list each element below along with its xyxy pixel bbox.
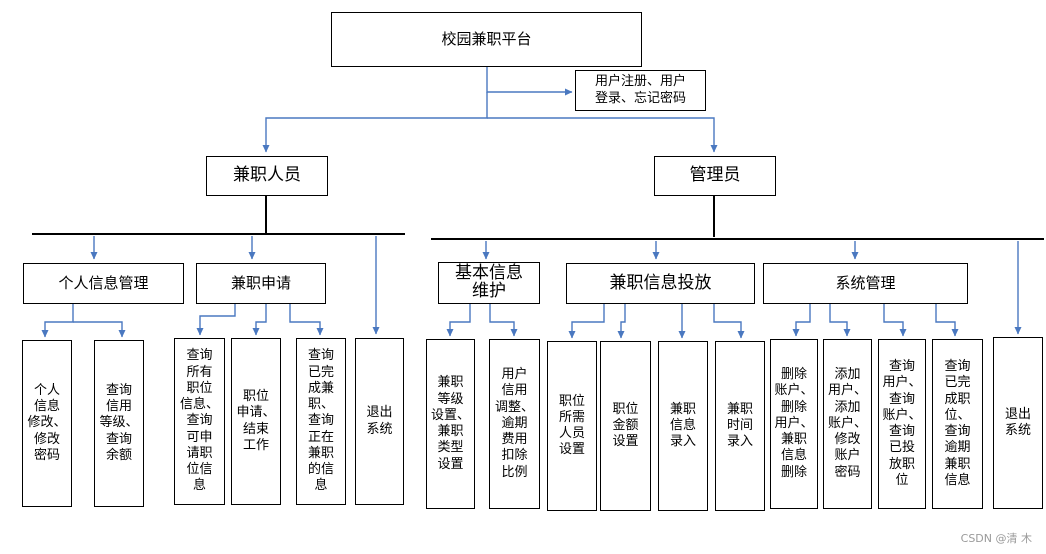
leaf-label-level-setting: 兼职 等级 设置、 兼职 类型 设置 <box>430 375 470 472</box>
module-label-system-mgmt: 系统管理 <box>835 274 896 293</box>
leaf-label-delete-ops: 删除 账户、 删除 用户、 兼职 信息 删除 <box>774 367 814 480</box>
leaf-credit-adjust: 用户 信用 调整、 逾期 费用 扣除 比例 <box>489 339 540 509</box>
login-note-label: 用户注册、用户 登录、忘记密码 <box>594 74 686 106</box>
leaf-label-admin-logout: 退出 系统 <box>1004 406 1031 438</box>
role-node-admin: 管理员 <box>654 156 776 196</box>
root-node: 校园兼职平台 <box>331 12 642 67</box>
leaf-credit-query: 查询 信用 等级、 查询 余额 <box>94 340 144 507</box>
arrow-root-to-login <box>486 67 573 96</box>
arrow-root-to-admin <box>487 117 718 153</box>
arrow-to-level-setting <box>446 304 471 337</box>
leaf-label-personal-edit: 个人 信息 修改、 修改 密码 <box>27 382 67 463</box>
leaf-label-info-entry: 兼职 信息 录入 <box>669 401 696 450</box>
arrow-to-job-status-query <box>289 304 324 336</box>
watermark: CSDN @清 木 <box>960 532 1032 545</box>
leaf-job-status-query: 查询 已完 成兼 职、 查询 正在 兼职 的信 息 <box>296 338 346 505</box>
module-node-basic-info: 基本信息 维护 <box>438 262 540 304</box>
leaf-query-ops: 查询 用户、 查询 账户、 查询 已投 放职 位 <box>878 339 926 509</box>
arrow-to-time-entry <box>713 304 745 339</box>
arrow-to-credit-query <box>73 321 126 338</box>
module-node-personal-info: 个人信息管理 <box>23 263 184 304</box>
module-label-job-apply: 兼职申请 <box>230 274 291 293</box>
leaf-label-job-query: 查询 所有 职位 信息、 查询 可申 请职 位信 息 <box>179 348 219 494</box>
module-node-job-post: 兼职信息投放 <box>566 263 755 304</box>
leaf-job-apply-end: 职位 申请、 结束 工作 <box>231 338 281 505</box>
module-node-system-mgmt: 系统管理 <box>763 263 968 304</box>
leaf-label-amount-setting: 职位 金额 设置 <box>612 401 639 450</box>
leaf-amount-setting: 职位 金额 设置 <box>600 341 651 511</box>
leaf-label-job-apply-end: 职位 申请、 结束 工作 <box>236 389 276 453</box>
role-label-worker: 兼职人员 <box>233 165 301 186</box>
arrow-to-staff-setting <box>568 304 605 339</box>
leaf-label-credit-query: 查询 信用 等级、 查询 余额 <box>99 382 139 463</box>
arrow-to-delete-ops <box>792 304 811 337</box>
module-label-basic-info: 基本信息 维护 <box>455 263 523 301</box>
module-label-personal-info: 个人信息管理 <box>58 274 149 293</box>
arrow-to-job-query <box>196 304 236 336</box>
module-label-job-post: 兼职信息投放 <box>609 272 712 293</box>
leaf-info-entry: 兼职 信息 录入 <box>658 341 708 511</box>
leaf-time-entry: 兼职 时间 录入 <box>715 341 765 511</box>
arrow-root-to-worker <box>262 92 488 153</box>
arrow-to-job-apply-end <box>252 304 267 336</box>
leaf-job-query: 查询 所有 职位 信息、 查询 可申 请职 位信 息 <box>174 338 225 505</box>
leaf-admin-logout: 退出 系统 <box>993 337 1043 509</box>
leaf-add-ops: 添加 用户、 添加 账户、 修改 账户 密码 <box>823 339 872 509</box>
leaf-label-query-ops: 查询 用户、 查询 账户、 查询 已投 放职 位 <box>882 359 922 488</box>
arrow-to-amount-setting <box>617 304 626 339</box>
role-label-admin: 管理员 <box>689 165 741 186</box>
leaf-level-setting: 兼职 等级 设置、 兼职 类型 设置 <box>426 339 475 509</box>
module-node-job-apply: 兼职申请 <box>196 263 326 304</box>
leaf-overdue-query: 查询 已完 成职 位、 查询 逾期 兼职 信息 <box>932 339 983 509</box>
root-label: 校园兼职平台 <box>441 30 532 49</box>
leaf-label-worker-logout: 退出 系统 <box>366 405 393 437</box>
leaf-worker-logout: 退出 系统 <box>355 338 404 505</box>
role-node-worker: 兼职人员 <box>206 156 328 196</box>
leaf-personal-edit: 个人 信息 修改、 修改 密码 <box>22 340 72 507</box>
leaf-delete-ops: 删除 账户、 删除 用户、 兼职 信息 删除 <box>770 339 818 509</box>
leaf-label-overdue-query: 查询 已完 成职 位、 查询 逾期 兼职 信息 <box>944 359 971 488</box>
arrow-to-query-ops <box>883 304 907 337</box>
leaf-label-time-entry: 兼职 时间 录入 <box>726 401 753 450</box>
leaf-staff-setting: 职位 所需 人员 设置 <box>547 341 597 511</box>
arrow-to-credit-adjust <box>489 304 518 337</box>
arrow-to-add-ops <box>829 304 851 337</box>
leaf-label-credit-adjust: 用户 信用 调整、 逾期 费用 扣除 比例 <box>494 367 534 480</box>
arrow-to-personal-edit <box>41 304 74 338</box>
arrow-to-overdue-query <box>935 304 959 337</box>
login-note-node: 用户注册、用户 登录、忘记密码 <box>575 70 706 111</box>
leaf-label-add-ops: 添加 用户、 添加 账户、 修改 账户 密码 <box>827 367 867 480</box>
leaf-label-job-status-query: 查询 已完 成兼 职、 查询 正在 兼职 的信 息 <box>307 348 334 494</box>
leaf-label-staff-setting: 职位 所需 人员 设置 <box>558 393 585 458</box>
